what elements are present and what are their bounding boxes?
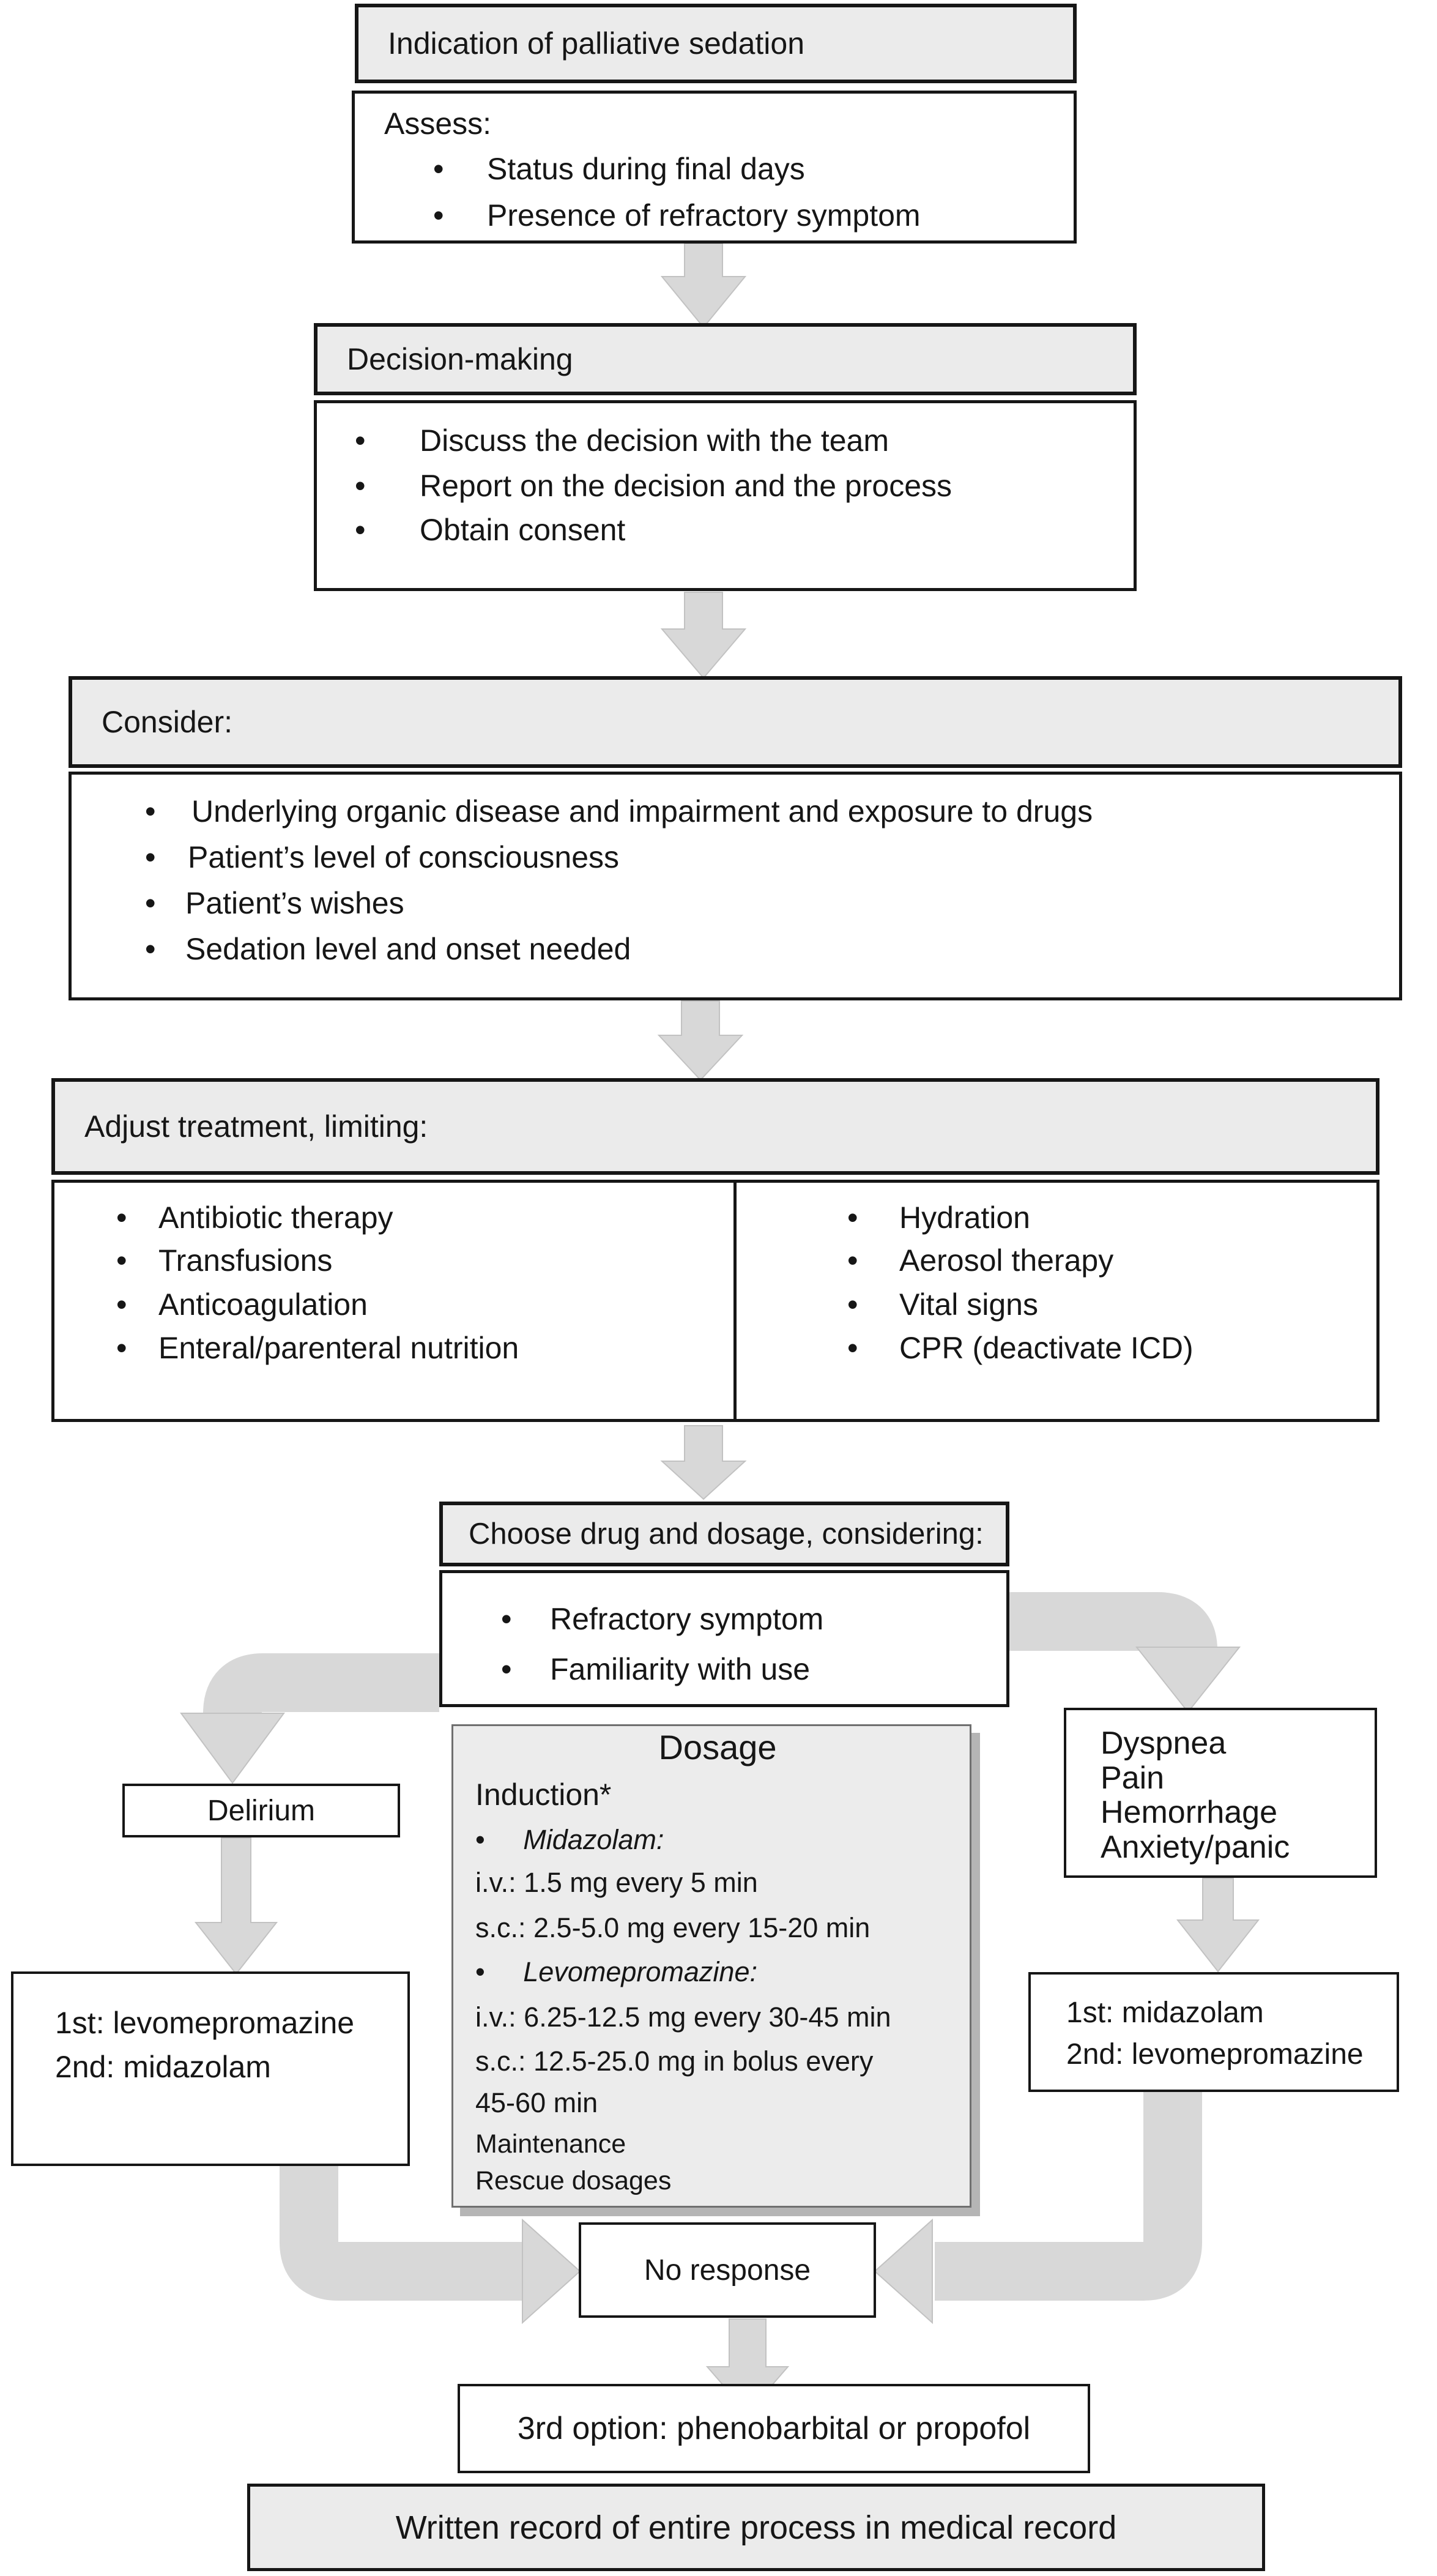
assess-title: Assess:: [384, 106, 492, 141]
bullet-icon: •: [475, 1824, 524, 1855]
dosage-title: Dosage: [658, 1728, 777, 1766]
down-arrow-icon: [660, 243, 747, 329]
adjust-title: Adjust treatment, limiting:: [84, 1109, 428, 1144]
third-option-label: 3rd option: phenobarbital or propofol: [517, 2411, 1031, 2446]
curved-arrow-left-icon: [203, 1653, 439, 1716]
indication-box: Indication of palliative sedation: [355, 4, 1077, 83]
bullet-icon: [847, 1244, 858, 1277]
bullet-icon: [501, 1603, 512, 1636]
rescue-label: Rescue dosages: [475, 2166, 672, 2195]
dosage-line: i.v.: 6.25-12.5 mg every 30-45 min: [475, 2001, 891, 2033]
column-divider: [733, 1183, 737, 1419]
elbow-arrow-right-head-icon: [874, 2218, 933, 2325]
curved-arrow-right-icon: [1008, 1592, 1217, 1653]
bullet-icon: [847, 1201, 858, 1234]
delirium-box: Delirium: [122, 1784, 400, 1837]
down-arrow-icon: [660, 592, 747, 679]
choose-title: Choose drug and dosage, considering:: [469, 1517, 984, 1550]
assess-box: Assess: Status during final days Presenc…: [352, 91, 1077, 244]
dosage-line: i.v.: 1.5 mg every 5 min: [475, 1867, 758, 1898]
choose-header-box: Choose drug and dosage, considering:: [439, 1502, 1009, 1566]
bullet-icon: [355, 469, 366, 502]
decision-title: Decision-making: [347, 342, 573, 376]
adjust-header-box: Adjust treatment, limiting:: [51, 1078, 1379, 1175]
treatment-line: 2nd: levomepromazine: [1066, 2038, 1364, 2071]
written-record-label: Written record of entire process in medi…: [395, 2509, 1117, 2546]
symptom-line: Pain: [1101, 1760, 1165, 1796]
treatment-line: 1st: midazolam: [1066, 1997, 1264, 2029]
list-item: • Midazolam:: [475, 1824, 664, 1855]
elbow-arrow-left-icon: [280, 2165, 524, 2301]
bullet-icon: [501, 1653, 512, 1686]
bullet-icon: [847, 1331, 858, 1364]
bullet-icon: [145, 841, 156, 874]
down-arrow-icon: [1176, 1878, 1260, 1973]
bullet-icon: [355, 424, 366, 457]
written-record-box: Written record of entire process in medi…: [247, 2484, 1265, 2571]
list-item: • Levomepromazine:: [475, 1956, 757, 1987]
bullet-icon: •: [475, 1956, 524, 1987]
symptoms-treatment-box: 1st: midazolam 2nd: levomepromazine: [1028, 1972, 1399, 2092]
bullet-icon: [145, 932, 156, 966]
down-arrow-icon: [660, 1425, 747, 1500]
elbow-arrow-left-head-icon: [522, 2218, 581, 2325]
bullet-icon: [116, 1201, 127, 1234]
consider-title: Consider:: [102, 705, 232, 739]
no-response-box: No response: [579, 2222, 876, 2318]
curved-arrow-left-head-icon: [180, 1713, 285, 1784]
curved-arrow-right-head-icon: [1135, 1647, 1241, 1713]
consider-header-box: Consider:: [69, 676, 1402, 768]
choose-body-box: Refractory symptom Familiarity with use: [439, 1570, 1009, 1707]
bullet-icon: [145, 887, 156, 920]
no-response-label: No response: [644, 2254, 811, 2287]
treatment-line: 1st: levomepromazine: [55, 2006, 355, 2040]
consider-body-box: Underlying organic disease and impairmen…: [69, 772, 1402, 1000]
dosage-line: 45-60 min: [475, 2087, 598, 2118]
induction-label: Induction*: [475, 1778, 612, 1812]
bullet-icon: [116, 1288, 127, 1321]
bullet-icon: [145, 795, 156, 828]
bullet-icon: [433, 199, 444, 232]
decision-header-box: Decision-making: [314, 323, 1137, 395]
symptom-line: Anxiety/panic: [1101, 1830, 1290, 1865]
dosage-line: s.c.: 12.5-25.0 mg in bolus every: [475, 2046, 874, 2077]
symptom-line: Hemorrhage: [1101, 1795, 1278, 1830]
maintenance-label: Maintenance: [475, 2129, 626, 2159]
delirium-treatment-box: 1st: levomepromazine 2nd: midazolam: [11, 1971, 410, 2166]
treatment-line: 2nd: midazolam: [55, 2050, 271, 2084]
symptom-line: Dyspnea: [1101, 1725, 1227, 1761]
adjust-body-box: Antibiotic therapy Transfusions Anticoag…: [51, 1180, 1379, 1422]
delirium-label: Delirium: [207, 1794, 315, 1827]
dosage-box: Dosage Induction* • Midazolam: i.v.: 1.5…: [451, 1724, 971, 2208]
bullet-icon: [433, 152, 444, 185]
bullet-icon: [116, 1244, 127, 1277]
third-option-box: 3rd option: phenobarbital or propofol: [458, 2384, 1090, 2473]
down-arrow-icon: [657, 1000, 744, 1081]
dosage-line: s.c.: 2.5-5.0 mg every 15-20 min: [475, 1912, 871, 1943]
bullet-icon: [847, 1288, 858, 1321]
bullet-icon: [116, 1331, 127, 1364]
bullet-icon: [355, 513, 366, 546]
decision-body-box: Discuss the decision with the team Repor…: [314, 400, 1137, 591]
symptoms-box: Dyspnea Pain Hemorrhage Anxiety/panic: [1064, 1708, 1377, 1878]
down-arrow-icon: [194, 1837, 278, 1975]
elbow-arrow-right-icon: [935, 2091, 1202, 2301]
indication-title: Indication of palliative sedation: [388, 26, 805, 61]
